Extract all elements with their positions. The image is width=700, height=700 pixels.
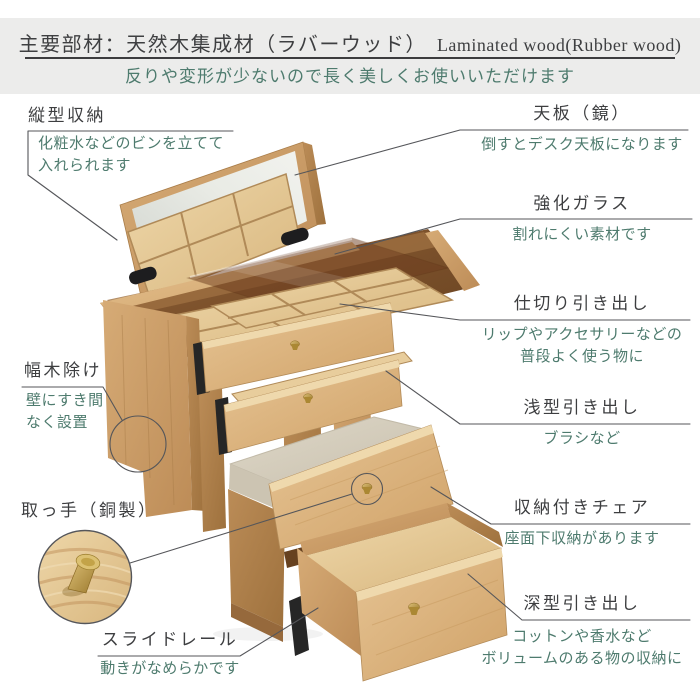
line-top-mirror: [294, 129, 689, 176]
callout-storage-chair-title: 収納付きチェア: [513, 498, 651, 517]
line-tempered-glass: [334, 218, 693, 255]
storage-stool: [213, 416, 508, 682]
desc-line: コットンや香水など: [512, 628, 652, 645]
handle-circle: [350, 472, 384, 506]
callout-deep-drawer-title: 深型引き出し: [523, 594, 641, 613]
callout-deep-drawer-desc: コットンや香水など ボリュームのある物の収納に: [464, 626, 700, 670]
desc-line: 壁にすき間: [26, 392, 104, 409]
shallow-drawer: [215, 351, 413, 455]
divider-drawer: [193, 267, 430, 395]
callout-lines: [21, 129, 693, 657]
callout-top-mirror-title: 天板（鏡）: [533, 104, 631, 123]
material-label-jp: 主要部材：天然木集成材（ラバーウッド）: [18, 34, 427, 56]
callout-handle-title: 取っ手（銅製）: [21, 501, 158, 520]
line-deep-drawer: [467, 573, 691, 621]
desc-line: ボリュームのある物の収納に: [481, 650, 683, 667]
hinge-left: [129, 266, 157, 285]
callout-shallow-drawer-title: 浅型引き出し: [523, 398, 641, 417]
brass-knob-zoom: [62, 553, 101, 597]
material-label-en: Laminated wood(Rubber wood): [436, 35, 682, 55]
header-band: [0, 18, 700, 94]
callout-shallow-drawer-desc: ブラシなど: [543, 430, 621, 447]
handle-magnifier: [37, 529, 133, 625]
stool-upper-drawer-front: [268, 424, 454, 550]
callout-storage-chair-desc: 座面下収納があります: [504, 530, 660, 547]
vanity-desk: [100, 141, 480, 546]
callout-divider-drawer-title: 仕切り引き出し: [513, 294, 651, 313]
header-title-row: 主要部材：天然木集成材（ラバーウッド） Laminated wood(Rubbe…: [19, 28, 681, 56]
stool-side: [228, 489, 285, 627]
mirror-lid: [119, 141, 326, 306]
line-vertical-storage: [27, 130, 234, 241]
drawer-knob: [290, 340, 300, 350]
line-storage-chair: [430, 486, 691, 525]
magnifier-circle: [37, 529, 133, 625]
callout-slide-rail-desc: 動きがなめらかです: [100, 660, 240, 677]
callout-vertical-storage-desc: 化粧水などのビンを立てて 入れられます: [38, 133, 224, 177]
desc-line: 普段よく使う物に: [519, 348, 644, 365]
callout-tempered-glass-title: 強化ガラス: [533, 194, 631, 213]
line-handle: [129, 493, 353, 564]
line-shallow-drawer: [385, 370, 691, 425]
desc-line: リップやアクセサリーなどの: [481, 326, 683, 343]
deep-drawer-knob: [408, 602, 420, 615]
callout-vertical-storage-title: 縦型収納: [28, 106, 106, 125]
callout-tempered-glass-desc: 割れにくい素材です: [512, 226, 652, 243]
side-panel: [103, 300, 206, 517]
desc-line: 化粧水などのビンを立てて: [38, 135, 225, 152]
deep-drawer: [289, 503, 508, 682]
line-slide-rail: [97, 607, 319, 657]
baseboard-circle: [109, 415, 167, 473]
header-divider: [25, 57, 675, 59]
stool-knob: [361, 483, 373, 494]
line-divider-drawer: [339, 303, 691, 321]
drawer-knob: [303, 393, 313, 403]
desc-line: 入れられます: [38, 157, 132, 174]
callout-baseboard-title: 幅木除け: [24, 361, 102, 380]
callout-slide-rail-title: スライドレール: [101, 630, 239, 649]
line-baseboard: [21, 386, 123, 421]
header-subtitle: 反りや変形が少ないので長く美しくお使いいただけます: [125, 67, 575, 86]
desc-line: なく設置: [26, 414, 89, 431]
hinge-right: [281, 227, 309, 246]
callout-top-mirror-desc: 倒すとデスク天板になります: [481, 136, 683, 153]
callout-baseboard-desc: 壁にすき間 なく設置: [26, 390, 104, 434]
callout-divider-drawer-desc: リップやアクセサリーなどの 普段よく使う物に: [464, 324, 700, 368]
